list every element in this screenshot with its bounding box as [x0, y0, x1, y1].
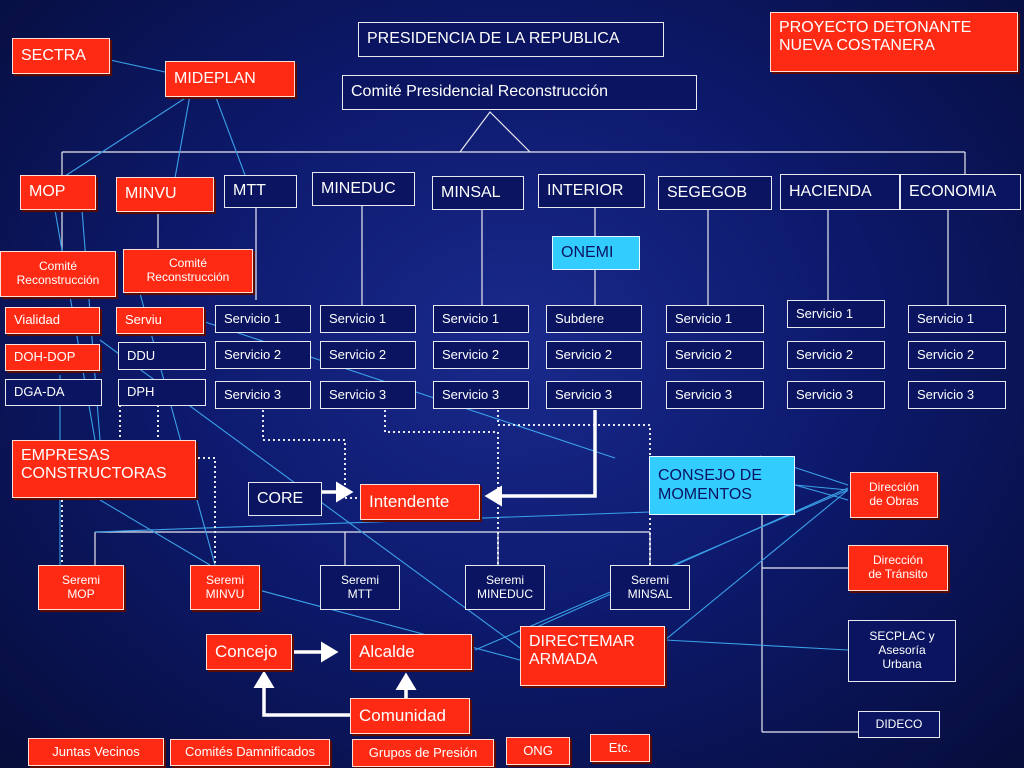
juntas-vecinos-box: Juntas Vecinos: [28, 738, 164, 766]
seremi-mtt: Seremi MTT: [320, 565, 400, 610]
minvu-unit-serviu: Serviu: [116, 307, 204, 334]
mop-unit-doh-dop: DOH-DOP: [5, 344, 100, 371]
interior-servicio-2: Servicio 2: [546, 341, 642, 369]
ministry-mtt: MTT: [224, 175, 297, 208]
direccion-obras-box: Dirección de Obras: [850, 472, 938, 518]
project-box: PROYECTO DETONANTE NUEVA COSTANERA: [770, 12, 1018, 72]
consejo-momentos-box: CONSEJO DE MOMENTOS: [649, 456, 795, 515]
segegob-servicio-1: Servicio 1: [666, 305, 764, 333]
ministry-interior: INTERIOR: [538, 174, 645, 208]
hacienda-servicio-3: Servicio 3: [787, 381, 885, 409]
presidential-committee-box: Comité Presidencial Reconstrucción: [342, 75, 697, 110]
core-box: CORE: [248, 482, 322, 516]
mideplan-box: MIDEPLAN: [165, 61, 295, 97]
mineduc-servicio-1: Servicio 1: [320, 305, 416, 333]
ministry-minsal: MINSAL: [432, 176, 524, 210]
seremi-minvu: Seremi MINVU: [190, 565, 260, 610]
ministry-economia: ECONOMIA: [900, 174, 1021, 210]
empresas-constructoras-box: EMPRESAS CONSTRUCTORAS: [12, 440, 196, 498]
mop-unit-vialidad: Vialidad: [5, 307, 100, 334]
comites-damnificados-box: Comités Damnificados: [170, 739, 330, 766]
etc-box: Etc.: [590, 734, 650, 762]
sectra-box: SECTRA: [12, 38, 110, 74]
mineduc-servicio-3: Servicio 3: [320, 381, 416, 409]
ministry-mop: MOP: [20, 175, 96, 210]
secplac-box: SECPLAC y Asesoría Urbana: [848, 620, 956, 682]
dideco-box: DIDECO: [858, 711, 940, 738]
minsal-servicio-2: Servicio 2: [433, 341, 529, 369]
hacienda-servicio-1: Servicio 1: [787, 300, 885, 328]
ministry-segegob: SEGEGOB: [658, 176, 772, 210]
comite-minvu-box: Comité Reconstrucción: [123, 249, 253, 293]
ministry-hacienda: HACIENDA: [780, 174, 900, 210]
mtt-servicio-1: Servicio 1: [215, 305, 311, 333]
economia-servicio-3: Servicio 3: [908, 381, 1006, 409]
alcalde-box: Alcalde: [350, 634, 472, 670]
interior-subdere: Subdere: [546, 305, 642, 333]
intendente-box: Intendente: [360, 484, 480, 520]
presidency-box: PRESIDENCIA DE LA REPUBLICA: [358, 22, 664, 57]
grupos-presion-box: Grupos de Presión: [352, 739, 494, 767]
hacienda-servicio-2: Servicio 2: [787, 341, 885, 369]
minsal-servicio-3: Servicio 3: [433, 381, 529, 409]
minvu-unit-dph: DPH: [118, 379, 206, 406]
comite-mop-box: Comité Reconstrucción: [0, 251, 116, 297]
directemar-box: DIRECTEMAR ARMADA: [520, 626, 665, 686]
seremi-mop: Seremi MOP: [38, 565, 124, 610]
mineduc-servicio-2: Servicio 2: [320, 341, 416, 369]
segegob-servicio-2: Servicio 2: [666, 341, 764, 369]
minsal-servicio-1: Servicio 1: [433, 305, 529, 333]
direccion-transito-box: Dirección de Tránsito: [848, 545, 948, 591]
seremi-mineduc: Seremi MINEDUC: [465, 565, 545, 610]
segegob-servicio-3: Servicio 3: [666, 381, 764, 409]
ministry-minvu: MINVU: [116, 177, 214, 212]
onemi-box: ONEMI: [552, 236, 640, 270]
comunidad-box: Comunidad: [350, 698, 470, 734]
seremi-minsal: Seremi MINSAL: [610, 565, 690, 610]
minvu-unit-ddu: DDU: [118, 342, 206, 370]
concejo-box: Concejo: [206, 634, 292, 670]
mop-unit-dga-da: DGA-DA: [5, 379, 102, 406]
mtt-servicio-2: Servicio 2: [215, 341, 311, 369]
economia-servicio-2: Servicio 2: [908, 341, 1006, 369]
ministry-mineduc: MINEDUC: [312, 172, 415, 206]
mtt-servicio-3: Servicio 3: [215, 381, 311, 409]
economia-servicio-1: Servicio 1: [908, 305, 1006, 333]
interior-servicio-3: Servicio 3: [546, 381, 642, 409]
ong-box: ONG: [506, 737, 570, 765]
